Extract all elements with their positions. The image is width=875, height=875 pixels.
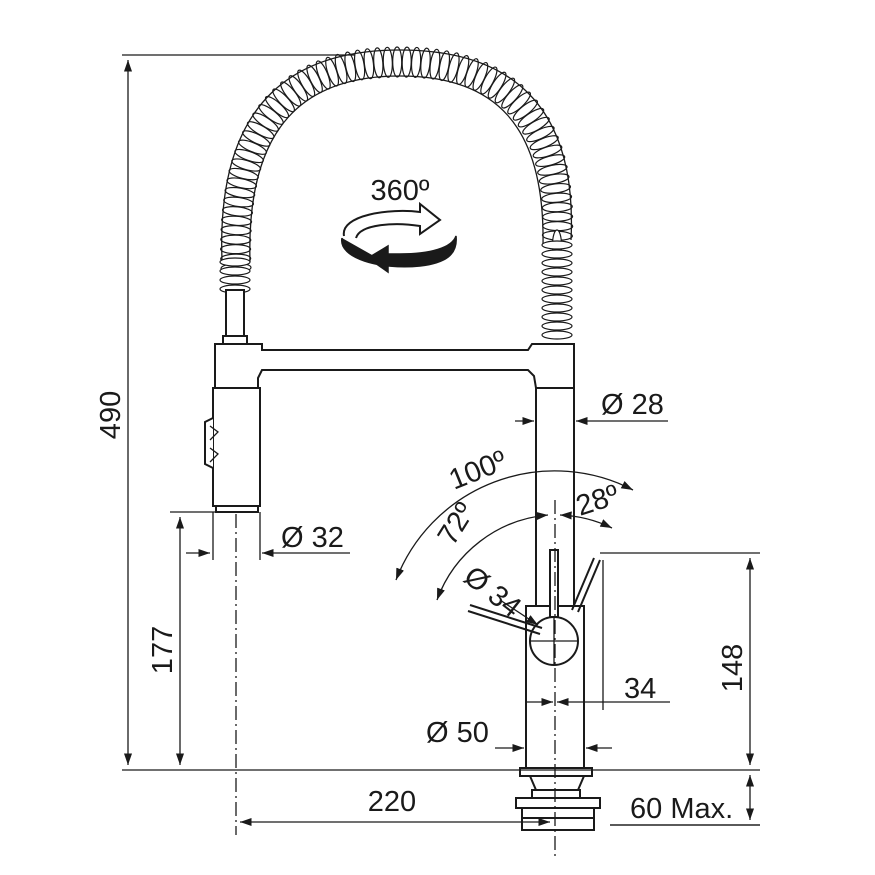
coil-ring bbox=[220, 225, 252, 236]
rotation-arrow-icon bbox=[341, 201, 457, 274]
dimension-lines bbox=[123, 60, 760, 827]
dim-lever-height: 148 bbox=[717, 644, 749, 692]
dim-body-diameter: Ø 28 bbox=[601, 389, 664, 421]
coil-ring bbox=[541, 202, 573, 213]
lever-forward bbox=[467, 610, 541, 635]
coil-ring bbox=[220, 243, 252, 255]
coil-lower-left bbox=[219, 257, 251, 294]
coil-ring bbox=[392, 46, 403, 78]
coil-ring bbox=[220, 234, 252, 245]
dim-max-thickness: 60 Max. bbox=[630, 793, 733, 825]
dim-lever-diameter: Ø 34 bbox=[458, 560, 527, 624]
coil-ring bbox=[541, 285, 573, 295]
coil-ring bbox=[541, 240, 573, 250]
coil-ring bbox=[382, 46, 393, 78]
dim-base-diameter: Ø 50 bbox=[426, 717, 489, 749]
dim-spray-diameter: Ø 32 bbox=[281, 522, 344, 554]
coil-ring bbox=[541, 258, 573, 268]
coil-ring bbox=[541, 294, 573, 304]
coil-ring bbox=[541, 303, 573, 313]
coil-lower-right bbox=[541, 240, 573, 340]
coil-ring bbox=[541, 312, 573, 322]
angle-forward: 72º bbox=[432, 497, 482, 551]
angle-back: 28º bbox=[572, 479, 623, 523]
dim-spout-height: 177 bbox=[147, 626, 179, 674]
coil-ring bbox=[541, 249, 573, 259]
coil-ring bbox=[373, 47, 384, 79]
mounting-base bbox=[515, 767, 601, 831]
coil-ring bbox=[541, 276, 573, 286]
coil-ring bbox=[219, 257, 251, 267]
spray-neck bbox=[222, 289, 248, 345]
coil-ring bbox=[541, 330, 573, 340]
coil-hose bbox=[220, 46, 574, 274]
dim-body-offset: 34 bbox=[624, 673, 656, 705]
coil-ring bbox=[541, 192, 573, 204]
coil-ring bbox=[219, 275, 251, 285]
angle-arcs bbox=[395, 470, 634, 601]
dim-reach: 220 bbox=[368, 786, 416, 818]
horizontal-arm bbox=[214, 343, 575, 389]
coil-ring bbox=[219, 266, 251, 276]
lever-upright bbox=[549, 549, 559, 618]
coil-ring bbox=[542, 220, 574, 232]
coil-ring bbox=[542, 211, 574, 222]
coil-ring bbox=[401, 46, 412, 78]
coil-ring bbox=[410, 46, 422, 78]
dim-total-height: 490 bbox=[95, 391, 127, 439]
rotation-label: 360º bbox=[371, 175, 430, 207]
reference-lines bbox=[122, 54, 760, 860]
coil-ring bbox=[541, 321, 573, 331]
coil-ring bbox=[221, 215, 253, 227]
coil-ring bbox=[541, 267, 573, 277]
spray-head bbox=[204, 387, 261, 513]
